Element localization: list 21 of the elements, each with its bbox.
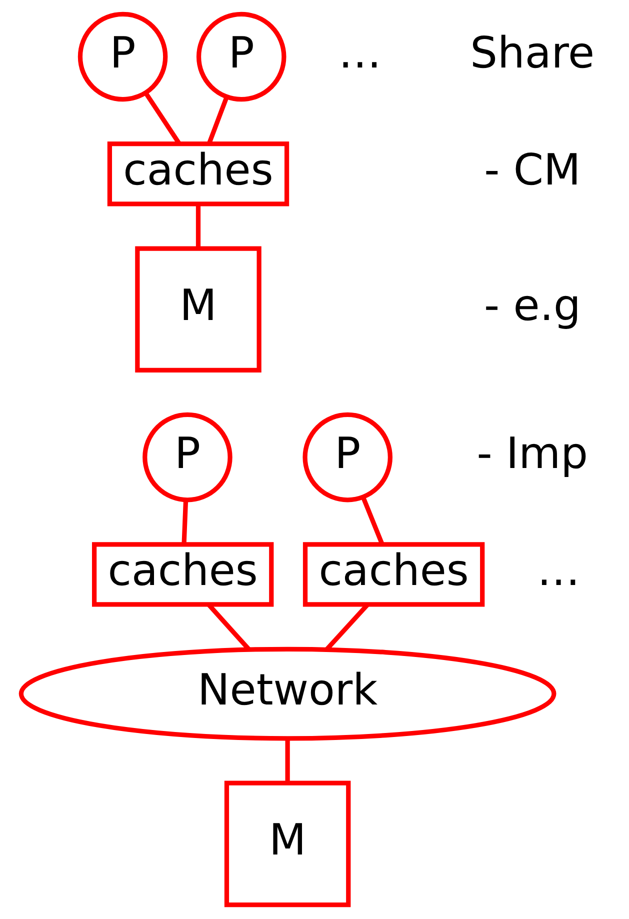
label: … <box>338 28 382 78</box>
label: Share <box>470 28 595 78</box>
node-circle: P <box>142 412 232 502</box>
node-ellipse: Network <box>18 646 556 741</box>
connector <box>206 96 229 144</box>
node-box: caches <box>92 542 274 607</box>
node-box: M <box>135 246 262 372</box>
node-circle: P <box>78 12 168 102</box>
connector <box>285 738 290 784</box>
node-box: M <box>224 780 351 908</box>
connector <box>182 500 188 544</box>
connector <box>361 496 384 545</box>
node-circle: P <box>196 12 286 102</box>
connector <box>196 204 201 248</box>
node-box: caches <box>302 542 485 607</box>
label: - e.g <box>484 281 581 331</box>
node-circle: P <box>302 412 392 502</box>
node-box: caches <box>107 142 290 206</box>
label: - CM <box>484 145 581 196</box>
label: - Imp <box>476 428 588 479</box>
label: … <box>537 546 580 596</box>
